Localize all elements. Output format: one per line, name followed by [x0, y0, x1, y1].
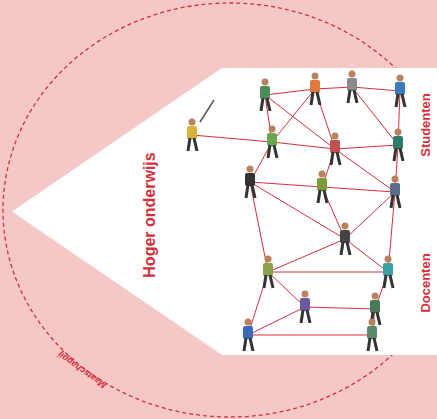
group-label: Studenten [418, 93, 433, 157]
area-label: Hoger onderwijs [141, 152, 159, 277]
group-label: Docenten [418, 253, 433, 312]
education-area-outline [12, 68, 437, 355]
education-area: Hoger onderwijs [12, 68, 437, 355]
